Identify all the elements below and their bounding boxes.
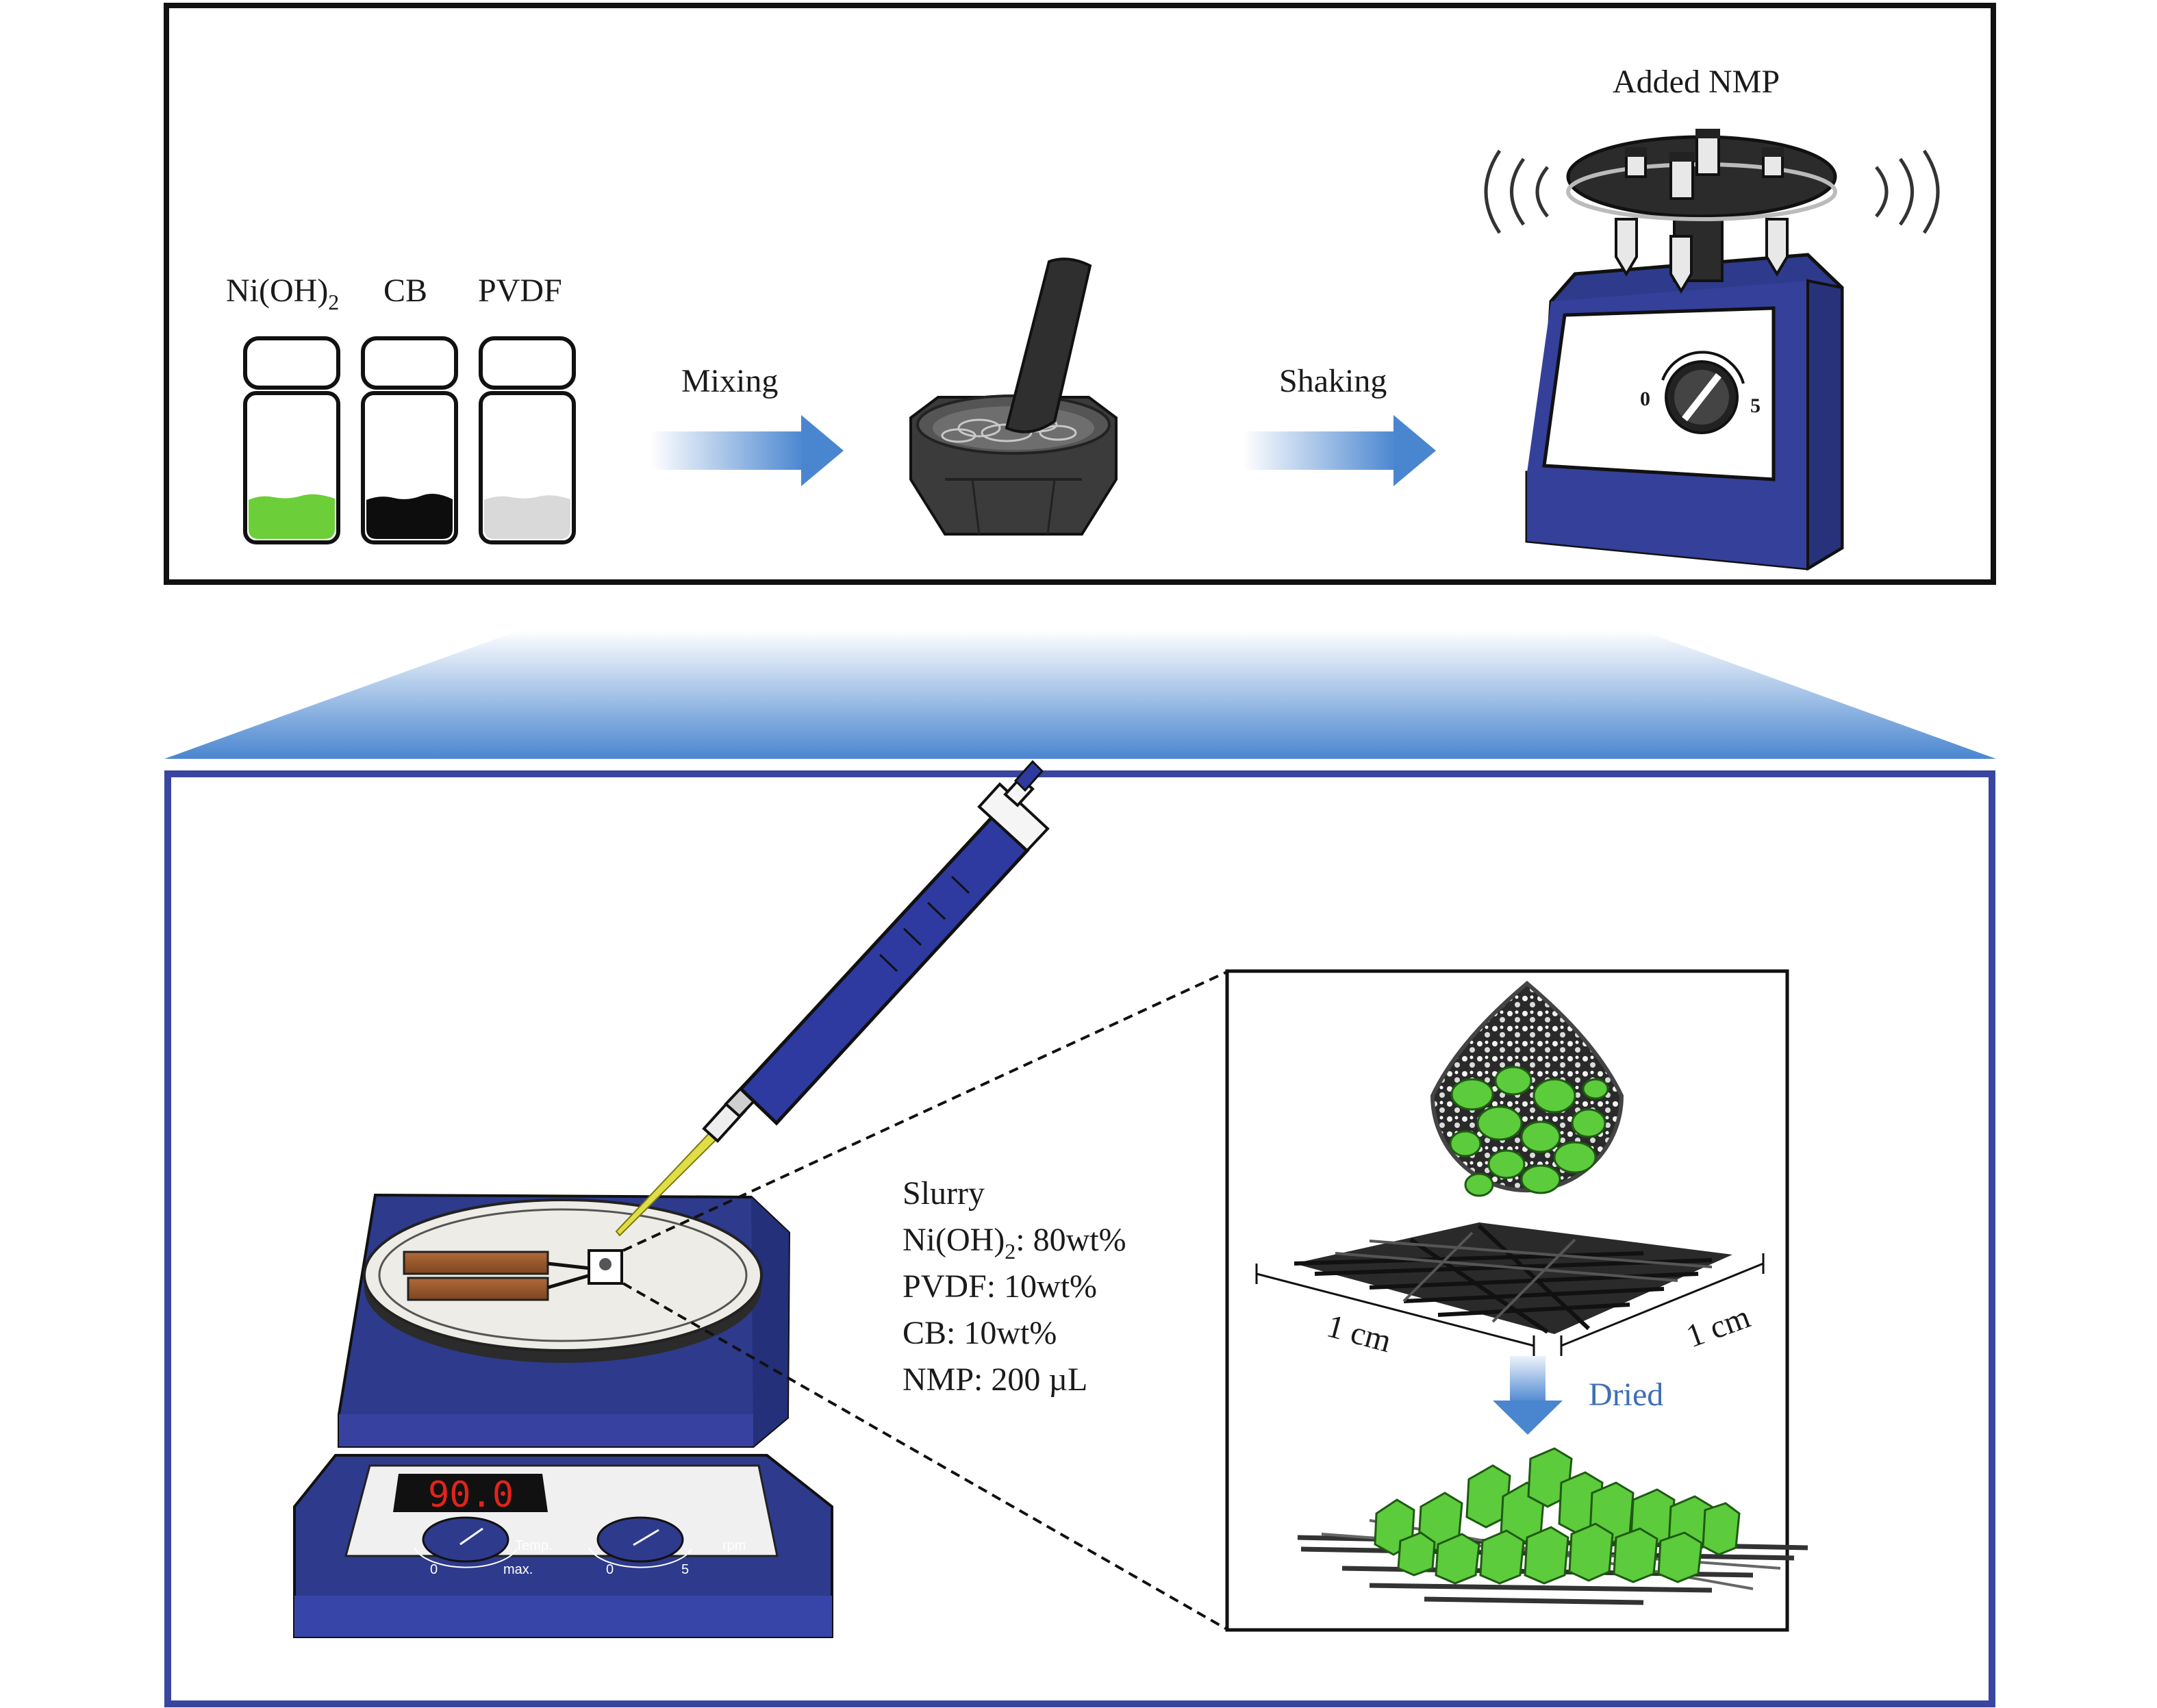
- vial-powder-green: [249, 494, 335, 539]
- shaking-arrow: [1243, 415, 1436, 486]
- pipette-icon: [615, 759, 1050, 1237]
- slurry-title: Slurry: [903, 1175, 985, 1211]
- slurry-line-cb: CB: 10wt%: [903, 1315, 1057, 1351]
- hotplate-icon: 90.0 Temp. 0 max. rpm 0 5: [293, 1193, 833, 1638]
- vial-label-pvdf: PVDF: [478, 273, 562, 309]
- rpm-knob-label: rpm: [722, 1538, 746, 1553]
- slurry-line-nioh2: Ni(OH)2: 80wt%: [903, 1222, 1126, 1264]
- electrode-holder: [403, 1249, 623, 1301]
- slurry-line-nmp: NMP: 200 µL: [903, 1361, 1087, 1398]
- dimension-right: [1560, 1253, 1765, 1356]
- carbon-paper-substrate: [1294, 1222, 1732, 1334]
- vial-label-cb: CB: [383, 273, 427, 309]
- shaker-dial-min: 0: [1640, 388, 1650, 410]
- dried-label: Dried: [1589, 1377, 1663, 1413]
- temp-knob-min: 0: [430, 1562, 438, 1577]
- dimension-left: [1255, 1264, 1535, 1356]
- rpm-knob-max: 5: [681, 1562, 689, 1577]
- vial-pvdf: [479, 336, 576, 544]
- hotplate-display: 90.0: [428, 1474, 514, 1516]
- slurry-line-pvdf: PVDF: 10wt%: [903, 1268, 1097, 1305]
- vial-powder-white: [484, 495, 570, 539]
- mixing-label: Mixing: [681, 363, 778, 399]
- shaker-label: Added NMP: [1613, 64, 1780, 100]
- vial-nioh2: [243, 336, 340, 544]
- rpm-knob-min: 0: [606, 1562, 614, 1577]
- mortar-pestle-icon: [909, 258, 1118, 536]
- bottom-panel-frame: [164, 770, 1995, 1707]
- temp-knob-label: Temp.: [515, 1538, 552, 1553]
- temp-knob-max: max.: [503, 1562, 533, 1577]
- vial-cap: [243, 336, 340, 390]
- dried-electrode: [1297, 1447, 1808, 1605]
- vial-cap: [361, 336, 458, 390]
- zoom-line-bottom: [622, 1282, 1226, 1630]
- mixing-arrow: [651, 415, 844, 486]
- shaking-label: Shaking: [1279, 363, 1387, 399]
- shaker-dial-max: 5: [1750, 394, 1761, 417]
- vial-label-nioh2: Ni(OH)2: [226, 273, 339, 314]
- vial-powder-black: [366, 493, 453, 539]
- zoom-connector: [164, 630, 1996, 759]
- vial-cb: [361, 336, 458, 544]
- vortex-shaker-icon: 0 5: [1484, 129, 1940, 571]
- slurry-droplet-icon: [1430, 981, 1624, 1197]
- top-panel-frame: [164, 3, 1996, 585]
- dried-arrow: [1493, 1356, 1563, 1435]
- vial-cap: [479, 336, 576, 390]
- zoom-line-top: [622, 971, 1226, 1252]
